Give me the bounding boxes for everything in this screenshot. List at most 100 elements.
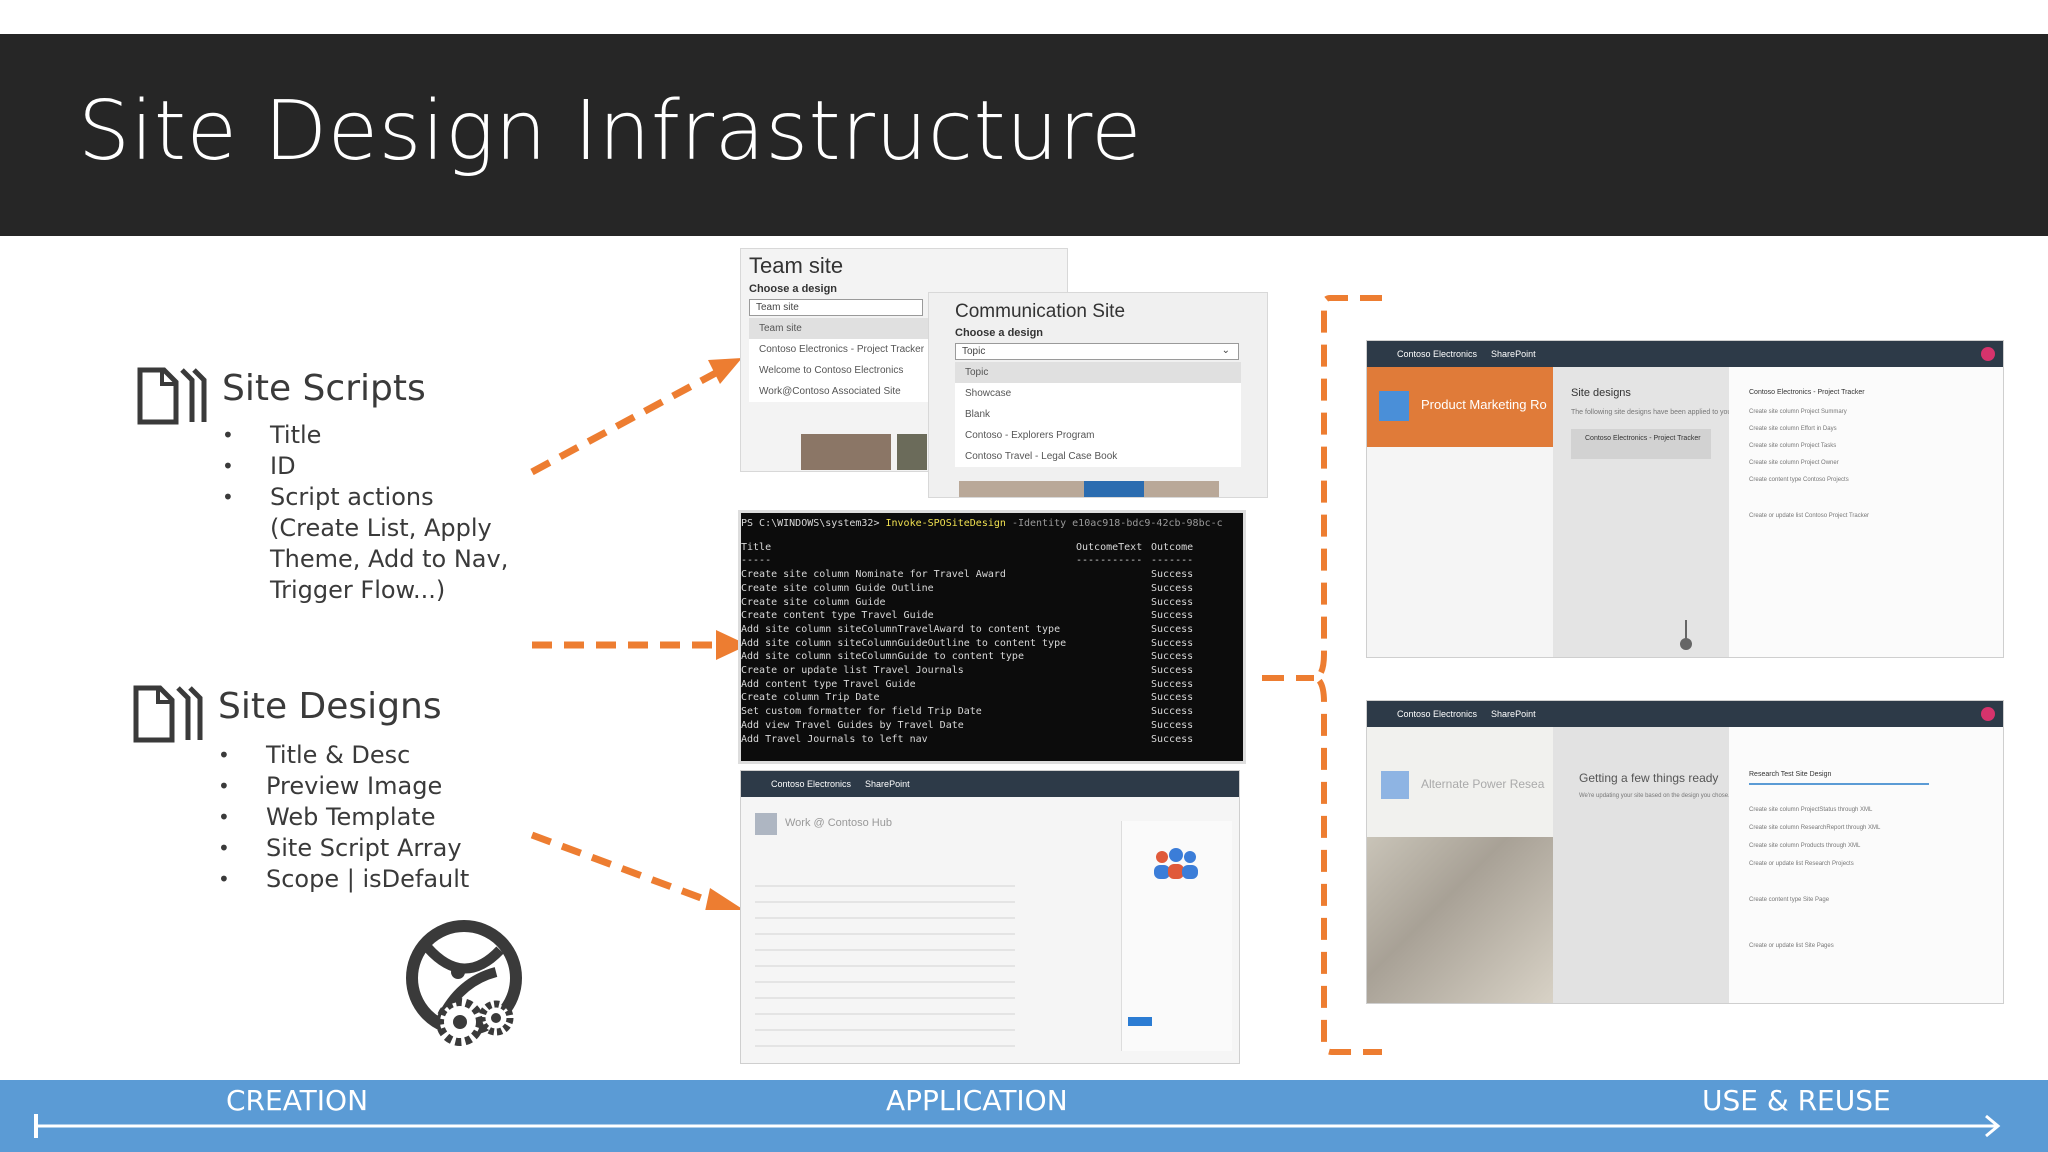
sharepoint-hub-screenshot: Contoso Electronics SharePoint Work @ Co… (740, 770, 1240, 1064)
option-item[interactable]: Team site (749, 318, 929, 339)
design-select[interactable]: Team site (749, 299, 923, 316)
pane-title: Getting a few things ready (1579, 771, 1719, 785)
globe-gears-icon (406, 920, 522, 1046)
phase-creation: CREATION (226, 1084, 369, 1117)
option-item[interactable]: Contoso - Explorers Program (965, 430, 1095, 441)
pane-subtitle: The following site designs have been app… (1571, 409, 1747, 416)
log-item: Create content type Site Page (1749, 897, 1830, 903)
avatar[interactable] (1981, 707, 1995, 721)
table-row: Add site column siteColumnGuideOutline t… (741, 637, 1243, 651)
document-icon (137, 367, 207, 425)
design-select[interactable]: Topic ⌄ (955, 343, 1239, 360)
panel-title: Team site (749, 253, 844, 278)
terminal-rule-row: ----- ----------- ------- (741, 554, 1243, 568)
log-list: Create site column Project Summary Creat… (1749, 409, 1869, 519)
site-name: Work @ Contoso Hub (785, 817, 892, 829)
site-logo (755, 813, 777, 835)
list-item: Script actions (222, 482, 508, 513)
progress-pane: Getting a few things ready We're updatin… (1553, 727, 1730, 1003)
column-rule: ----------- (1076, 555, 1143, 567)
applied-design-card[interactable]: Contoso Electronics - Project Tracker (1571, 429, 1711, 459)
site-header-banner: Product Marketing Ro (1367, 367, 1553, 447)
brand-name: Contoso Electronics (771, 779, 852, 789)
brand-name: Contoso Electronics (1397, 709, 1478, 719)
row-title: Create content type Travel Guide (741, 610, 934, 622)
list-item: Title & Desc (218, 740, 469, 771)
communication-site-panel: Communication Site Choose a design Topic… (928, 292, 1268, 498)
site-name: Alternate Power Resea (1421, 777, 1545, 791)
row-title: Create site column Guide (741, 596, 886, 608)
row-title: Create site column Guide Outline (741, 582, 934, 594)
option-item[interactable]: Work@Contoso Associated Site (759, 386, 901, 397)
design-options: Topic Showcase Blank Contoso - Explorers… (955, 362, 1241, 467)
content-placeholder (755, 871, 1015, 1051)
list-item: ID (222, 451, 508, 482)
row-title: Create or update list Travel Journals (741, 665, 964, 677)
terminal-args: -Identity e10ac918-bdc9-42cb-98bc-c (1005, 518, 1223, 529)
arrowhead (716, 630, 748, 660)
option-item[interactable]: Topic (955, 362, 1241, 383)
option-item[interactable]: Blank (965, 409, 991, 420)
list-item: Site Script Array (218, 833, 469, 864)
row-outcome: Success (1151, 665, 1194, 677)
row-outcome: Success (1151, 569, 1194, 581)
row-title: Add site column siteColumnGuideOutline t… (741, 637, 1067, 649)
column-rule: ----- (741, 555, 772, 567)
suite-bar: Contoso Electronics SharePoint (1367, 341, 2003, 367)
row-title: Add Travel Journals to left nav (741, 733, 928, 745)
chevron-down-icon: ⌄ (1221, 345, 1230, 356)
progress-bar (1749, 783, 1929, 785)
log-item: Create site column Project Summary (1749, 409, 1847, 415)
arrowhead (708, 358, 742, 384)
log-list: Create site column ProjectStatus through… (1749, 807, 1880, 949)
option-item[interactable]: Contoso Electronics - Project Tracker (759, 344, 925, 355)
save-button[interactable] (1128, 1017, 1152, 1026)
preview-image (801, 434, 891, 470)
list-item-continued: (Create List, Apply (270, 514, 492, 542)
avatar[interactable] (1981, 347, 1995, 361)
list-item: Title (222, 420, 508, 451)
list-item-continued: Trigger Flow...) (270, 576, 446, 604)
design-name: Contoso Electronics - Project Tracker (1585, 435, 1701, 442)
log-item: Create content type Contoso Projects (1749, 477, 1849, 483)
row-outcome: Success (1151, 596, 1194, 608)
table-row: Create content type Travel Guide Success (741, 609, 1243, 623)
row-outcome: Success (1151, 637, 1194, 649)
preview-image (897, 434, 927, 470)
log-item: Create site column ProjectStatus through… (1749, 807, 1873, 813)
log-item: Create site column Products through XML (1749, 843, 1861, 849)
option-item[interactable]: Showcase (965, 388, 1012, 399)
option-item[interactable]: Welcome to Contoso Electronics (759, 365, 904, 376)
row-outcome: Success (1151, 610, 1194, 622)
app-name: SharePoint (1491, 709, 1536, 719)
table-row: Create column Trip Date Success (741, 691, 1243, 705)
pane-subtitle: We're updating your site based on the de… (1579, 793, 1730, 799)
row-outcome: Success (1151, 706, 1194, 718)
column-rule: ------- (1151, 555, 1194, 567)
preview-image (1084, 481, 1144, 497)
pane-title: Site designs (1571, 387, 1631, 399)
panel-subtitle: Choose a design (749, 283, 838, 295)
column-header: Outcome (1151, 541, 1194, 553)
row-outcome: Success (1151, 692, 1194, 704)
row-title: Create column Trip Date (741, 692, 880, 704)
hero-image (1367, 837, 1553, 1003)
row-title: Add site column siteColumnGuide to conte… (741, 651, 1024, 663)
row-outcome: Success (1151, 623, 1194, 635)
row-outcome: Success (1151, 733, 1194, 745)
site-logo (1381, 771, 1409, 799)
table-row: Add site column siteColumnTravelAward to… (741, 623, 1243, 637)
panel-title: Communication Site (955, 301, 1126, 322)
site-designs-list: Title & Desc Preview Image Web Template … (218, 740, 469, 895)
option-item[interactable]: Contoso Travel - Legal Case Book (965, 451, 1118, 462)
row-title: Set custom formatter for field Trip Date (741, 706, 982, 718)
panel-subtitle: Choose a design (955, 327, 1044, 339)
terminal-prompt-line: PS C:\WINDOWS\system32> Invoke-SPOSiteDe… (741, 517, 1243, 531)
design-options: Team site Contoso Electronics - Project … (749, 318, 929, 402)
document-icon (133, 685, 203, 743)
site-scripts-list: Title ID Script actions (Create List, Ap… (222, 420, 508, 606)
orange-arrows (530, 358, 748, 910)
table-row: Create site column Nominate for Travel A… (741, 568, 1243, 582)
